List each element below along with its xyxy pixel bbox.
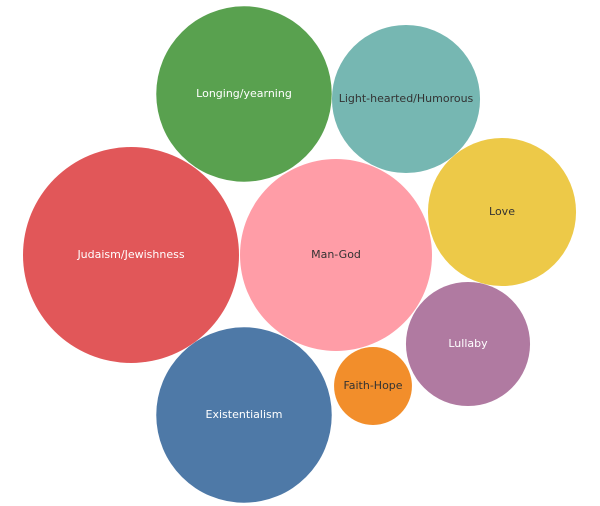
bubble-label: Judaism/Jewishness [76,248,184,261]
bubble-lullaby[interactable]: Lullaby [405,281,531,407]
bubble-mark[interactable] [156,6,332,182]
bubble-love[interactable]: Love [427,137,577,287]
bubble-man-god[interactable]: Man-God [240,159,432,351]
bubble-faith-hope[interactable]: Faith-Hope [334,347,412,425]
bubble-mark[interactable] [334,347,412,425]
bubble-label: Faith-Hope [343,379,402,392]
bubble-judaism-jewishness[interactable]: Judaism/Jewishness [23,147,239,363]
bubble-label: Light-hearted/Humorous [339,92,474,105]
bubble-mark[interactable] [23,147,239,363]
bubble-longing-yearning[interactable]: Longing/yearning [156,6,332,182]
bubble-mark[interactable] [240,159,432,351]
bubble-light-hearted-humorous[interactable]: Light-hearted/Humorous [331,24,481,174]
bubble-label: Lullaby [448,337,488,350]
bubble-mark[interactable] [405,281,531,407]
bubble-mark[interactable] [427,137,577,287]
bubble-mark[interactable] [156,327,332,503]
bubble-label: Existentialism [206,408,283,421]
bubble-mark[interactable] [331,24,481,174]
bubble-existentialism[interactable]: Existentialism [156,327,332,503]
bubble-label: Longing/yearning [196,87,292,100]
bubble-label: Love [489,205,515,218]
bubble-label: Man-God [311,248,361,261]
